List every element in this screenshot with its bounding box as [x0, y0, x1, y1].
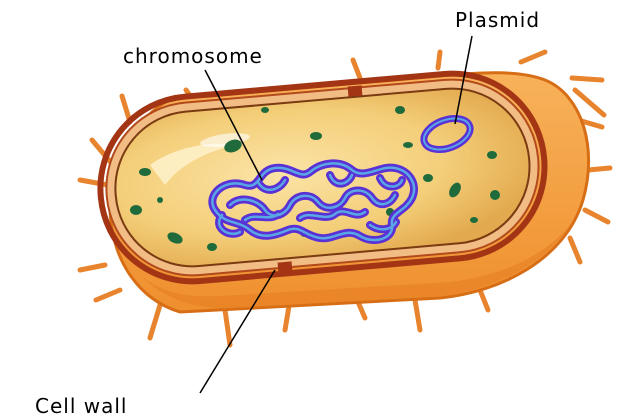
label-chromosome: chromosome: [123, 46, 263, 66]
septum-bottom: [278, 261, 293, 272]
septum-top: [348, 85, 363, 96]
label-plasmid: Plasmid: [455, 10, 540, 30]
label-cell-wall: Cell wall: [35, 396, 127, 416]
